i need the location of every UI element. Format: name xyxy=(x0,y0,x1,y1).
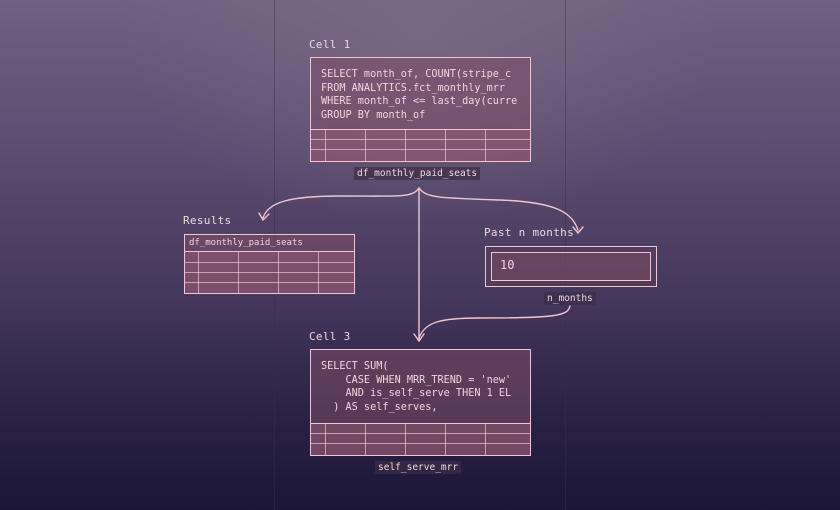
results-title: Results xyxy=(183,214,232,227)
input-variable: n_months xyxy=(544,292,596,305)
n-months-value: 10 xyxy=(500,258,515,272)
arrow-input-to-cell3 xyxy=(418,305,571,339)
cell1-code[interactable]: SELECT month_of, COUNT(stripe_c FROM ANA… xyxy=(321,69,518,121)
cell3-title: Cell 3 xyxy=(309,330,351,343)
n-months-input[interactable]: 10 xyxy=(491,252,651,281)
arrow-cell1-to-results xyxy=(262,187,420,219)
results-table[interactable]: df_monthly_paid_seats xyxy=(184,234,355,294)
results-grid xyxy=(185,251,354,293)
input-title: Past n months xyxy=(484,226,574,239)
results-table-name: df_monthly_paid_seats xyxy=(189,238,303,248)
cell1-output-variable: df_monthly_paid_seats xyxy=(354,167,481,180)
cell1-title: Cell 1 xyxy=(309,38,351,51)
cell3-output-variable: self_serve_mrr xyxy=(375,461,462,474)
n-months-input-block: 10 xyxy=(485,246,657,287)
cell3-output-grid xyxy=(311,423,530,455)
cell1-sql-block[interactable]: SELECT month_of, COUNT(stripe_c FROM ANA… xyxy=(310,57,531,162)
cell1-output-grid xyxy=(311,129,530,161)
cell3-code[interactable]: SELECT SUM( CASE WHEN MRR_TREND = 'new' … xyxy=(321,361,512,413)
arrow-cell1-to-input xyxy=(418,187,579,231)
cell3-sql-block[interactable]: SELECT SUM( CASE WHEN MRR_TREND = 'new' … xyxy=(310,349,531,456)
